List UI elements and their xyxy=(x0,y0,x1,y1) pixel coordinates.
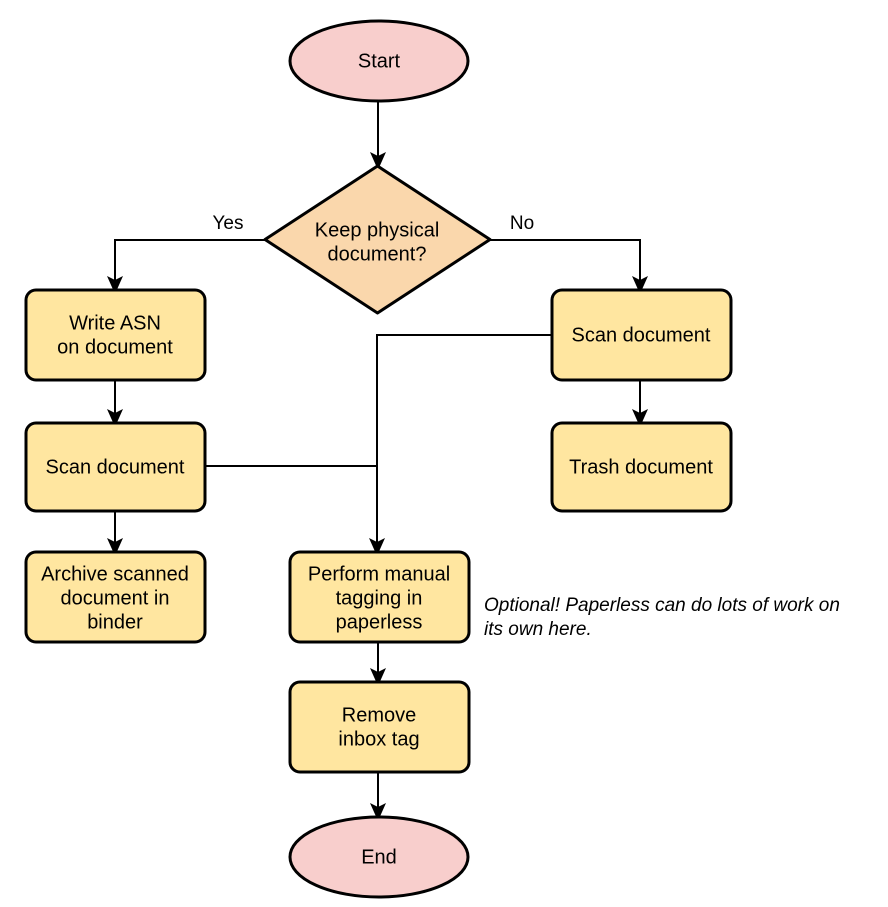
node-archive-label-line1: Archive scanned xyxy=(41,563,189,585)
node-remove-inbox-tag[interactable]: Remove inbox tag xyxy=(288,680,471,774)
trash-document-box[interactable] xyxy=(550,421,733,513)
edge-scan-right-to-manual-tagging xyxy=(369,334,552,556)
edge-line xyxy=(114,239,265,282)
node-end[interactable]: End xyxy=(288,815,470,899)
node-layer: Start Keep physical document? Write ASN … xyxy=(24,19,733,899)
end-ellipse[interactable] xyxy=(288,815,470,899)
edge-line xyxy=(376,334,552,544)
node-scan-document-left[interactable]: Scan document xyxy=(24,421,207,513)
edge-write-asn-to-scan-left xyxy=(107,380,123,427)
node-trash-document[interactable]: Trash document xyxy=(550,421,733,513)
edge-layer: Yes No xyxy=(107,101,648,821)
decision-diamond[interactable] xyxy=(263,164,492,315)
edge-decision-no-to-scan-right: No xyxy=(490,213,648,294)
write-asn-box[interactable] xyxy=(24,288,207,382)
optional-note-line1: Optional! Paperless can do lots of work … xyxy=(484,595,840,616)
node-write-asn-label-line2: on document xyxy=(57,336,173,358)
node-scan-document-right[interactable]: Scan document xyxy=(550,288,733,382)
scan-document-right-box[interactable] xyxy=(550,288,733,382)
edge-scan-left-to-archive xyxy=(107,511,123,556)
arrow-head xyxy=(107,538,123,556)
node-remove-inbox-label-line1: Remove xyxy=(342,704,416,726)
node-manual-tagging-label-line2: tagging in xyxy=(336,587,423,609)
node-write-asn-label-line1: Write ASN xyxy=(69,312,161,334)
node-start-label: Start xyxy=(358,50,401,72)
arrow-head xyxy=(107,276,123,294)
remove-inbox-tag-box[interactable] xyxy=(288,680,471,774)
node-keep-physical-document[interactable]: Keep physical document? xyxy=(263,164,492,315)
node-manual-tagging-label-line3: paperless xyxy=(336,611,423,633)
arrow-head xyxy=(107,409,123,427)
edge-label-no: No xyxy=(510,213,534,234)
node-write-asn[interactable]: Write ASN on document xyxy=(24,288,207,382)
node-manual-tagging-label-line1: Perform manual xyxy=(308,563,450,585)
node-manual-tagging[interactable]: Perform manual tagging in paperless xyxy=(288,550,471,644)
optional-note-line2: its own here. xyxy=(484,619,592,640)
edge-decision-yes-to-write-asn: Yes xyxy=(107,213,265,294)
optional-note: Optional! Paperless can do lots of work … xyxy=(484,595,840,640)
node-trash-document-label: Trash document xyxy=(569,456,713,478)
arrow-head xyxy=(370,803,386,821)
node-scan-document-left-label: Scan document xyxy=(46,456,185,478)
edge-manual-tagging-to-remove-inbox xyxy=(370,642,386,686)
arrow-head xyxy=(369,538,385,556)
start-ellipse[interactable] xyxy=(288,19,470,103)
arrow-head xyxy=(632,409,648,427)
node-archive-binder[interactable]: Archive scanned document in binder xyxy=(24,550,207,644)
arrow-head xyxy=(370,668,386,686)
node-scan-document-right-label: Scan document xyxy=(572,324,711,346)
node-remove-inbox-label-line2: inbox tag xyxy=(338,728,419,750)
arrow-head xyxy=(370,152,386,170)
edge-scan-right-to-trash xyxy=(632,380,648,427)
scan-document-left-box[interactable] xyxy=(24,421,207,513)
edge-label-yes: Yes xyxy=(213,213,244,234)
archive-binder-box[interactable] xyxy=(24,550,207,644)
node-archive-label-line3: binder xyxy=(87,611,143,633)
node-decision-label-line2: document? xyxy=(328,243,427,265)
node-start[interactable]: Start xyxy=(288,19,470,103)
edge-line xyxy=(490,239,641,282)
edge-remove-inbox-to-end xyxy=(370,772,386,821)
node-archive-label-line2: document in xyxy=(61,587,170,609)
node-decision-label-line1: Keep physical xyxy=(315,219,440,241)
edge-start-to-decision xyxy=(370,101,386,170)
node-end-label: End xyxy=(361,846,397,868)
arrow-head xyxy=(632,276,648,294)
manual-tagging-box[interactable] xyxy=(288,550,471,644)
